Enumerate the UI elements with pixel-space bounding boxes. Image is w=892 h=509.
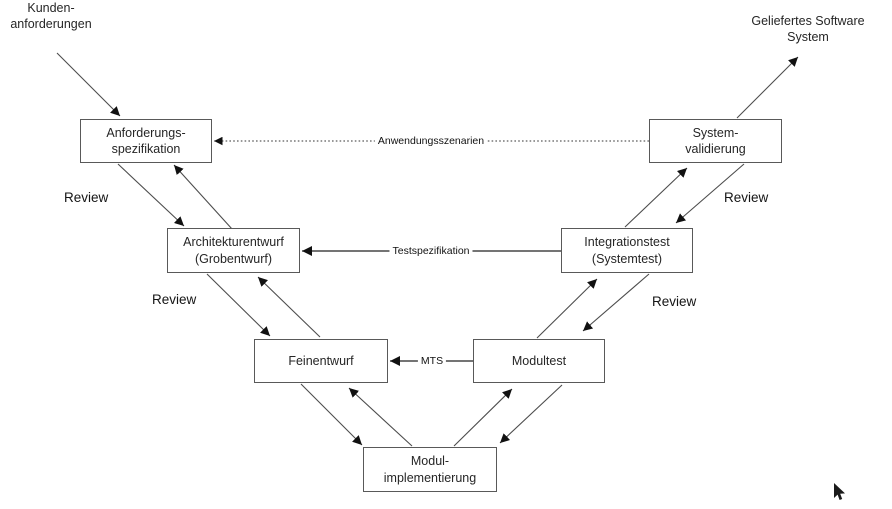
box-systemvalidierung-line2: validierung <box>685 142 746 156</box>
box-anforderungsspezifikation: Anforderungs- spezifikation <box>80 119 212 163</box>
arrow-review-architektur-to-anforderung <box>173 164 233 230</box>
box-integrationstest: Integrationstest (Systemtest) <box>561 228 693 273</box>
arrow-feinentwurf-to-modulimplementierung <box>300 383 363 446</box>
label-kundenanforderungen-line2: anforderungen <box>10 17 92 32</box>
arrow-anforderung-to-architektur <box>117 163 185 227</box>
box-anforderungsspezifikation-line1: Anforderungs- <box>106 125 186 140</box>
box-architekturentwurf-line1: Architekturentwurf <box>183 235 284 250</box>
label-geliefertes-line1: Geliefertes Software <box>751 14 865 28</box>
arrow-review-systemvalidierung-to-integrationstest <box>675 163 745 224</box>
connector-label-mts: MTS <box>417 355 447 367</box>
box-systemvalidierung-line1: System- <box>692 125 739 140</box>
label-kundenanforderungen: Kunden- anforderungen <box>0 0 102 33</box>
box-systemvalidierung: System- validierung <box>649 119 782 163</box>
arrow-review-modultest-to-modulimplementierung <box>499 384 563 444</box>
box-feinentwurf-line1: Feinentwurf <box>288 353 354 368</box>
box-integrationstest-line1: Integrationstest <box>584 235 670 250</box>
arrow-review-feinentwurf-to-architektur <box>257 276 321 338</box>
box-modultest: Modultest <box>473 339 605 383</box>
label-geliefertes-software-system: Geliefertes Software System <box>742 13 874 46</box>
label-geliefertes-line2: System <box>787 30 829 45</box>
arrow-review-modulimplementierung-to-feinentwurf <box>348 387 413 447</box>
label-kundenanforderungen-line1: Kunden- <box>27 1 75 15</box>
connector-label-anwendungsszenarien: Anwendungsszenarien <box>374 135 488 147</box>
arrow-review-integrationstest-to-modultest <box>582 273 650 332</box>
review-label-right-2: Review <box>652 294 697 309</box>
arrow-integrationstest-to-systemvalidierung <box>624 167 688 228</box>
arrow-modulimplementierung-to-modultest <box>453 388 513 447</box>
mouse-cursor-icon <box>834 483 845 500</box>
connector-label-testspezifikation: Testspezifikation <box>389 245 473 257</box>
arrow-kundenanforderungen-to-anforderungsspezifikation <box>56 52 121 117</box>
arrow-systemvalidierung-to-geliefertes-system <box>736 56 799 119</box>
box-modulimplementierung-line1: Modul- <box>410 454 450 469</box>
box-architekturentwurf-line2: (Grobentwurf) <box>194 251 273 266</box>
box-feinentwurf: Feinentwurf <box>254 339 388 383</box>
arrow-architektur-to-feinentwurf <box>206 273 271 337</box>
review-label-left-2: Review <box>152 292 197 307</box>
arrow-modultest-to-integrationstest <box>536 278 598 339</box>
box-modulimplementierung: Modul- implementierung <box>363 447 497 492</box>
review-label-left-1: Review <box>64 190 109 205</box>
box-modulimplementierung-line2: implementierung <box>383 470 477 485</box>
box-modultest-line1: Modultest <box>511 353 567 368</box>
box-architekturentwurf: Architekturentwurf (Grobentwurf) <box>167 228 300 273</box>
box-anforderungsspezifikation-line2: spezifikation <box>111 142 181 156</box>
review-label-right-1: Review <box>724 190 769 205</box>
box-integrationstest-line2: (Systemtest) <box>591 251 663 266</box>
